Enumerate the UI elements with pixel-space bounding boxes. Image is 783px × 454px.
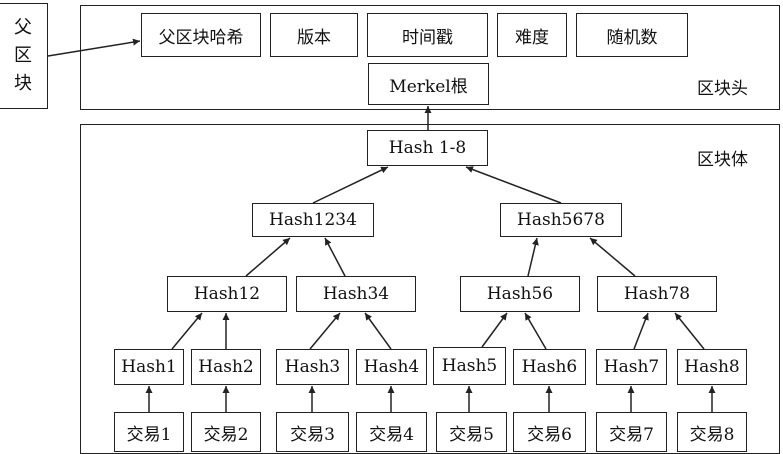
tree-leaf-node: Hash6 [513, 349, 586, 385]
header-field-timestamp: 时间戳 [367, 13, 488, 57]
arrow-leaf-8 [674, 312, 705, 350]
block-body-label: 区块体 [697, 150, 748, 170]
tree-leaf-node: Hash3 [276, 349, 349, 385]
tree-level2-node: Hash1234 [252, 203, 374, 237]
arrow-leaf-1 [171, 312, 203, 350]
tree-leaf-node: Hash5 [433, 347, 506, 385]
arrow-l3-2 [324, 237, 346, 277]
tree-leaf-node: Hash7 [596, 349, 667, 385]
arrow-l3-3 [527, 237, 539, 277]
parent-block-char: 区 [14, 45, 32, 67]
parent-block-char: 父 [14, 17, 32, 39]
arrow-leaf-7 [633, 312, 649, 350]
arrow-parent-to-hash [47, 38, 141, 57]
header-field-difficulty: 难度 [497, 13, 567, 57]
tree-leaf-node: Hash4 [356, 349, 427, 385]
tree-leaf-node: Hash8 [677, 349, 747, 385]
arrow-leaf-3 [309, 312, 341, 350]
tree-level3-node: Hash78 [597, 276, 717, 312]
arrow-leaf-6 [524, 312, 547, 350]
arrow-leaf-4 [364, 312, 392, 350]
tree-leaf-node: Hash1 [114, 349, 184, 385]
parent-block-char: 块 [14, 72, 32, 94]
arrow-l2-left [312, 166, 389, 204]
tree-level3-node: Hash34 [296, 276, 416, 312]
header-field-nonce: 随机数 [576, 13, 688, 57]
arrow-l2-right [465, 166, 562, 204]
header-field-parent-hash: 父区块哈希 [141, 13, 261, 57]
arrow-leaf-5 [481, 312, 508, 348]
connector-lines [47, 38, 716, 412]
tree-level2-node: Hash5678 [500, 203, 622, 237]
arrow-l3-1 [245, 237, 291, 277]
tree-level3-node: Hash56 [460, 276, 580, 312]
header-field-version: 版本 [270, 13, 358, 57]
arrow-l3-4 [589, 237, 636, 277]
block-header-label: 区块头 [697, 79, 748, 99]
merkle-root-node: Merkel根 [368, 63, 489, 105]
parent-block: 父 区 块 [0, 3, 48, 109]
tree-root-node: Hash 1-8 [367, 130, 488, 166]
tree-level3-node: Hash12 [167, 276, 287, 312]
tree-leaf-node: Hash2 [191, 349, 261, 385]
